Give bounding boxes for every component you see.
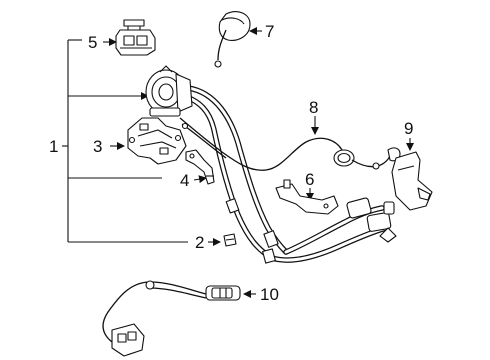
mounting-bracket-part xyxy=(110,117,187,165)
callout-10-label: 10 xyxy=(260,285,279,304)
callout-6-label: 6 xyxy=(305,170,314,189)
callout-2-label: 2 xyxy=(195,233,204,252)
callout-8-label: 8 xyxy=(309,98,318,117)
callout-4-label: 4 xyxy=(180,171,189,190)
wire-clip-part xyxy=(275,179,339,215)
callout-1-label: 1 xyxy=(49,137,58,156)
callout-3-label: 3 xyxy=(93,137,102,156)
small-connector-part xyxy=(208,233,237,247)
clip-bracket-part xyxy=(185,149,215,185)
module-cover-part xyxy=(391,138,433,211)
sensor-wire-part xyxy=(179,116,401,171)
callout-1-bracket xyxy=(62,39,188,243)
clock-spring-module xyxy=(145,65,193,117)
main-wire-harness xyxy=(177,85,397,264)
callout-7-label: 7 xyxy=(265,22,274,41)
callout-5-label: 5 xyxy=(88,33,97,52)
callout-9-label: 9 xyxy=(404,119,413,138)
sensor-lead-part xyxy=(102,280,256,357)
connector-block-part xyxy=(103,19,156,56)
sensor-part xyxy=(214,11,262,68)
